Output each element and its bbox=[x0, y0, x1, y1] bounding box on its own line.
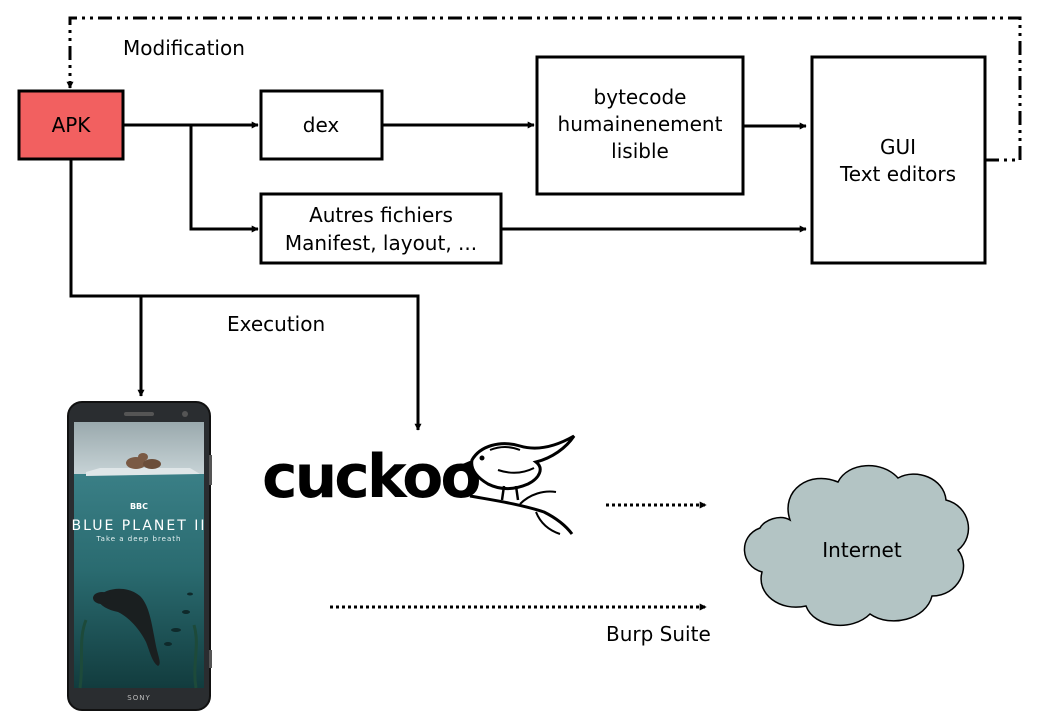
internet-node: Internet bbox=[743, 464, 970, 627]
autres-fichiers-node: Autres fichiers Manifest, layout, ... bbox=[259, 192, 503, 265]
apk-to-autres-arrow bbox=[189, 125, 259, 233]
sea-lion-head bbox=[93, 592, 111, 604]
kelp bbox=[78, 619, 198, 689]
apk-node: APK bbox=[17, 89, 125, 161]
modification-loop-line bbox=[66, 16, 1022, 162]
phone-screen-sea bbox=[74, 474, 204, 688]
bytecode-line-1: bytecode bbox=[594, 85, 687, 109]
dex-node: dex bbox=[259, 89, 384, 161]
apk-label: APK bbox=[52, 113, 92, 137]
execution-line bbox=[69, 159, 422, 431]
gui-box bbox=[810, 55, 987, 265]
autres-line-1: Autres fichiers bbox=[309, 203, 453, 227]
cuckoo-logo-wordmark: cuckoo bbox=[262, 442, 479, 512]
autres-fichiers-box bbox=[259, 192, 503, 265]
phone-title: BLUE PLANET II bbox=[72, 518, 207, 534]
phone-side-button-2 bbox=[209, 650, 212, 668]
phone-side-button bbox=[209, 455, 212, 485]
phone-tagline: Take a deep breath bbox=[96, 535, 182, 543]
bytecode-node: bytecode humainenement lisible bbox=[535, 55, 745, 196]
walrus-2 bbox=[143, 459, 161, 469]
sea-lion bbox=[96, 588, 160, 666]
cuckoo-logo: cuckoo bbox=[262, 434, 576, 535]
gui-node: GUI Text editors bbox=[810, 55, 987, 265]
phone-brand: SONY bbox=[127, 694, 150, 702]
burp-suite-label: Burp Suite bbox=[606, 622, 711, 646]
bytecode-line-3: lisible bbox=[611, 139, 669, 163]
phone-camera bbox=[182, 411, 188, 417]
fish-2 bbox=[182, 610, 190, 614]
bytecode-box bbox=[535, 55, 745, 196]
phone-illustration: BBC BLUE PLANET II Take a deep breath SO… bbox=[67, 401, 212, 711]
modification-label: Modification bbox=[123, 36, 245, 60]
fish-4 bbox=[187, 592, 193, 596]
dex-box bbox=[259, 89, 384, 161]
phone-speaker bbox=[124, 412, 154, 416]
internet-label: Internet bbox=[822, 538, 902, 562]
walrus-3 bbox=[138, 453, 148, 461]
cuckoo-bird-icon bbox=[458, 434, 576, 535]
execution-label: Execution bbox=[227, 312, 325, 336]
phone-bbc-logo: BBC bbox=[130, 502, 148, 511]
bytecode-line-2: humainenement bbox=[558, 112, 723, 136]
ice-floe bbox=[86, 468, 200, 476]
dex-label: dex bbox=[303, 113, 340, 137]
fish-1 bbox=[171, 628, 181, 632]
fish-3 bbox=[164, 642, 172, 646]
gui-line-2: Text editors bbox=[839, 162, 956, 186]
autres-line-2: Manifest, layout, ... bbox=[285, 231, 477, 255]
internet-cloud-icon bbox=[743, 464, 970, 627]
gui-line-1: GUI bbox=[880, 135, 916, 159]
